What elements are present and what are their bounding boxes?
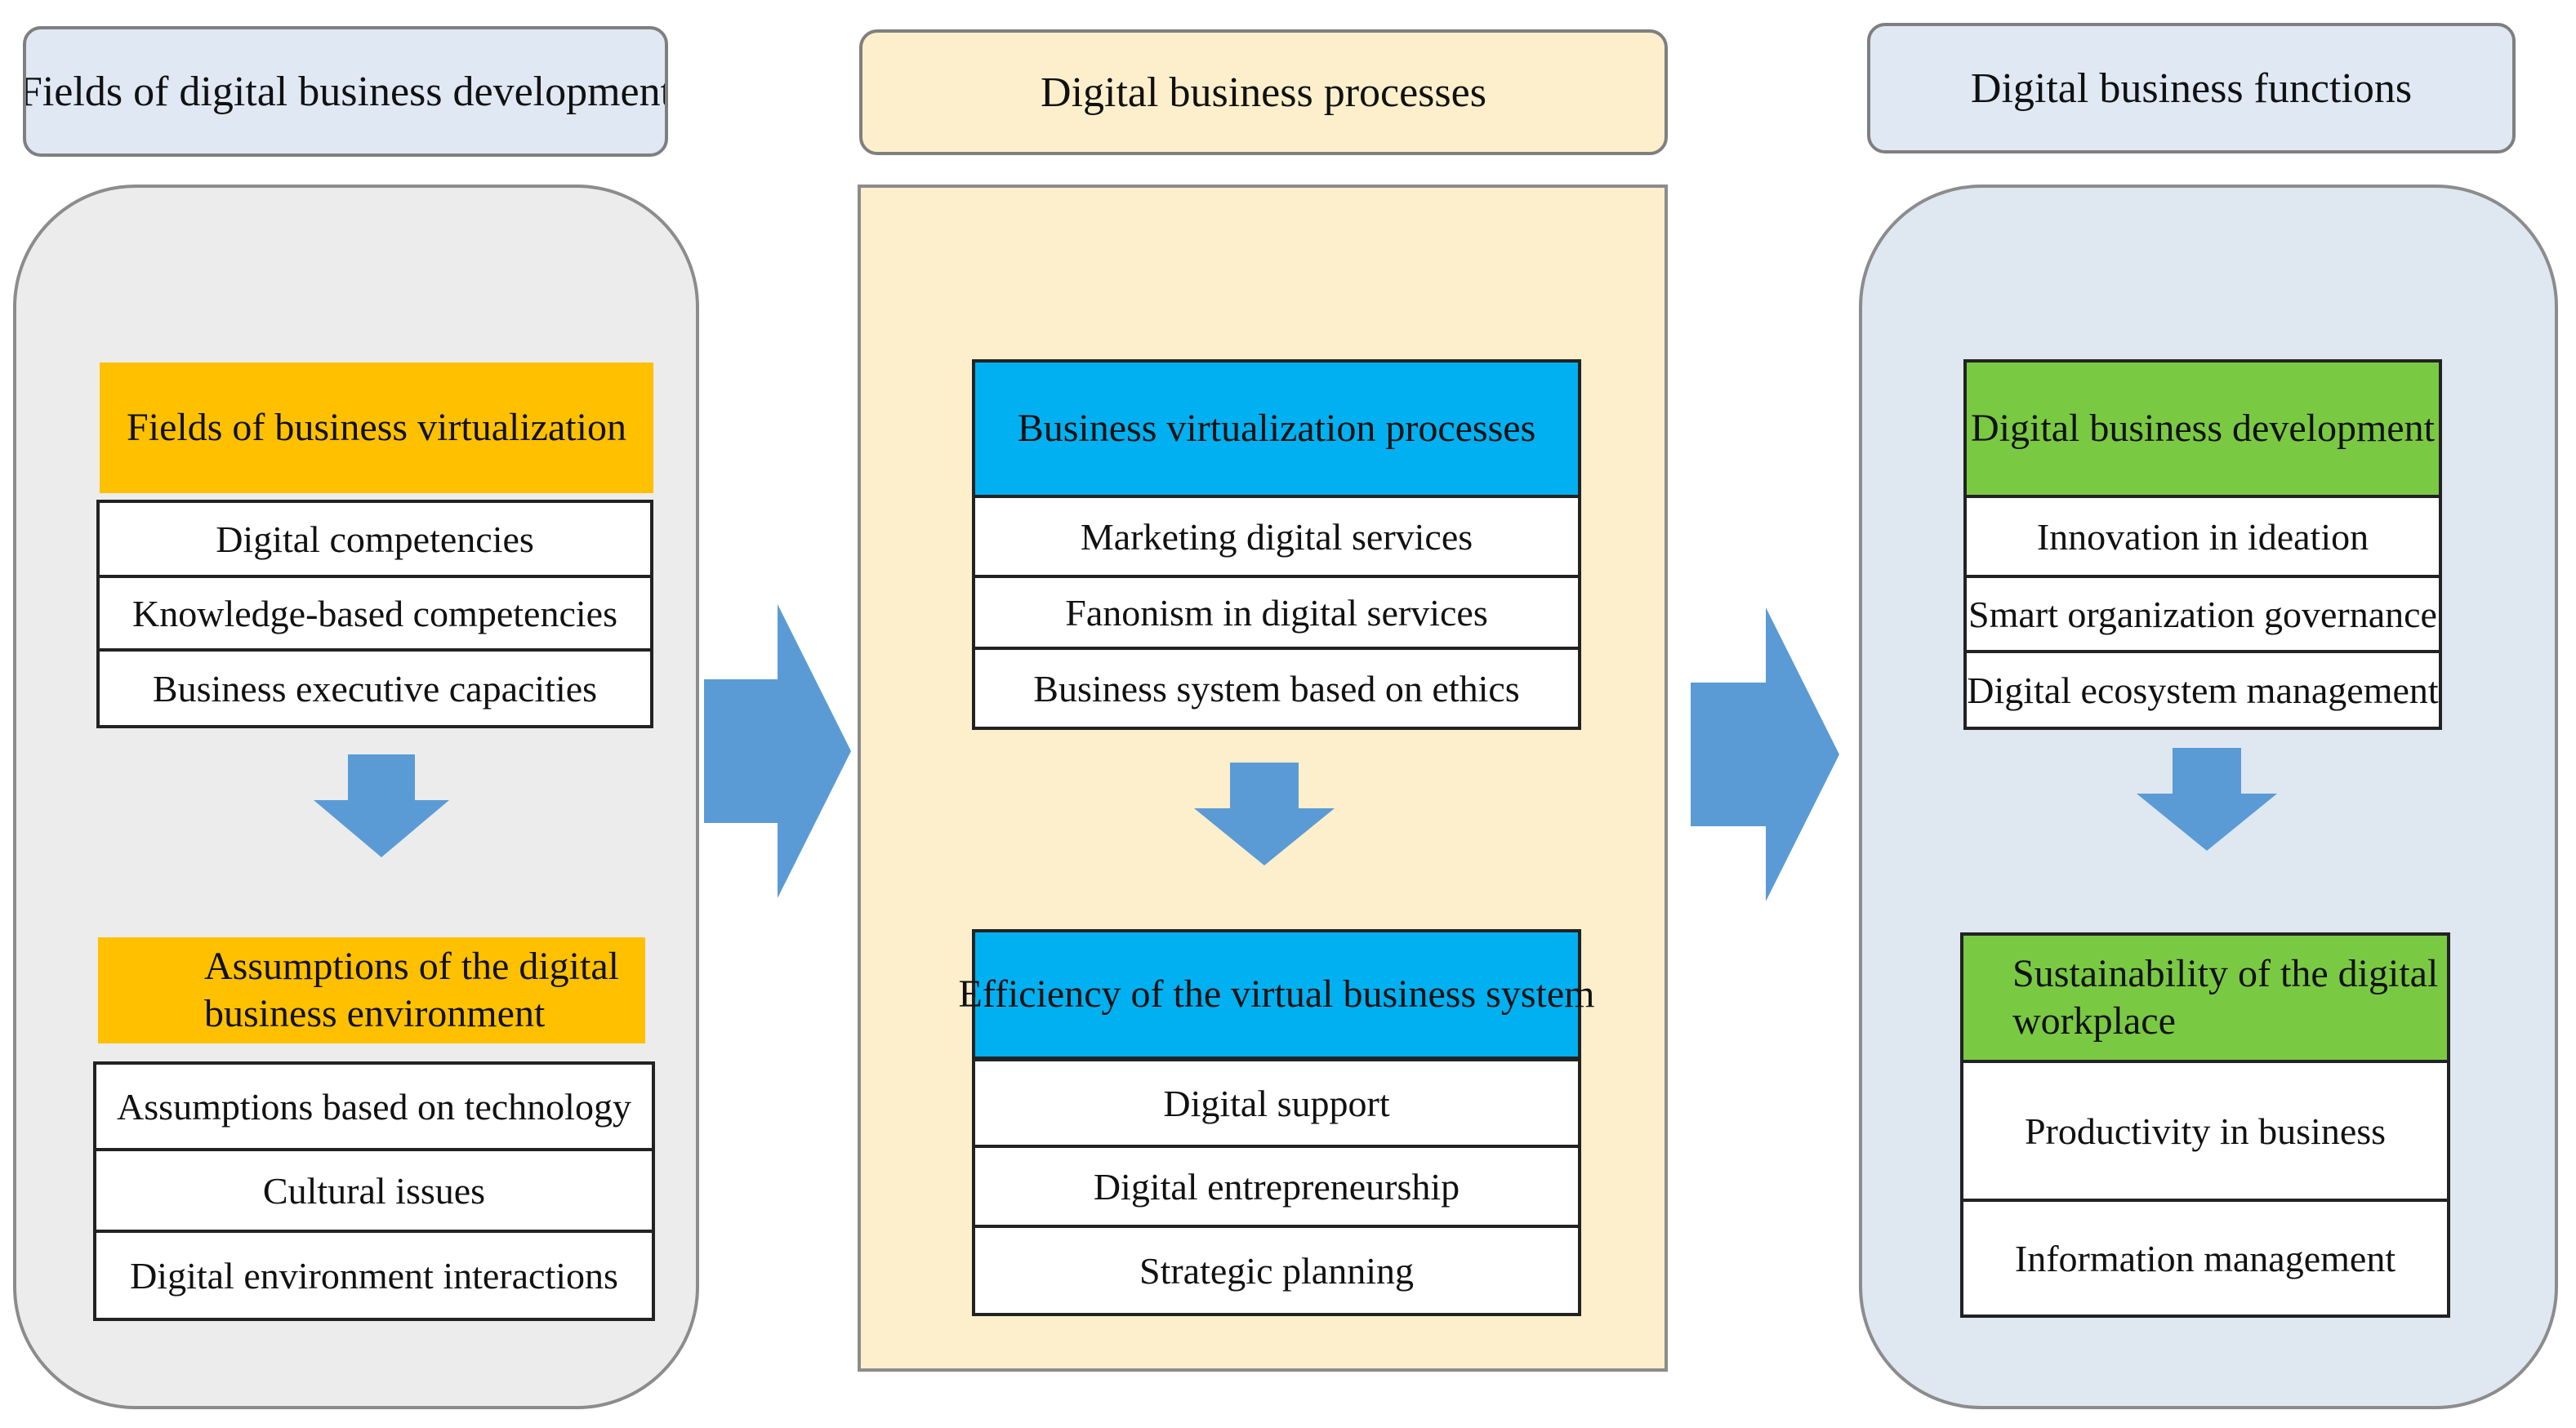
header-right: Digital business functions [1867, 23, 2516, 153]
header-middle: Digital business processes [859, 29, 1668, 155]
header-left-label: Fields of digital business development [23, 68, 668, 115]
right-group2-title-text: Sustainability of the digital workplace [2012, 952, 2439, 1043]
right-group2-title: Sustainability of the digital workplace [1960, 932, 2450, 1063]
list-item: Digital competencies [96, 500, 653, 578]
left-group1-items: Digital competencies Knowledge-based com… [96, 500, 653, 728]
list-item: Information management [1960, 1202, 2450, 1318]
right-group1-items: Innovation in ideation Smart organizatio… [1963, 495, 2442, 730]
middle-group1-items: Marketing digital services Fanonism in d… [972, 495, 1581, 730]
right-group1-title-text: Digital business development [1971, 407, 2435, 451]
list-item: Innovation in ideation [1963, 495, 2442, 578]
list-item: Knowledge-based competencies [96, 578, 653, 652]
left-group2-title-text: Assumptions of the digital business envi… [204, 945, 619, 1035]
header-middle-label: Digital business processes [1041, 69, 1486, 116]
list-item: Digital support [972, 1058, 1581, 1148]
right-arrow-2 [1691, 607, 1839, 901]
list-item: Digital environment interactions [93, 1233, 655, 1321]
down-arrow-right [2137, 748, 2277, 851]
left-group1-title: Fields of business virtualization [100, 363, 653, 493]
list-item: Assumptions based on technology [93, 1061, 655, 1151]
header-left: Fields of digital business development [23, 26, 668, 157]
left-group2-title: Assumptions of the digital business envi… [98, 937, 645, 1043]
list-item: Digital ecosystem management [1963, 653, 2442, 730]
left-group1-title-text: Fields of business virtualization [127, 406, 626, 450]
right-group2-items: Productivity in business Information man… [1960, 1060, 2450, 1318]
list-item: Business executive capacities [96, 652, 653, 728]
middle-group1-title: Business virtualization processes [972, 359, 1581, 498]
left-group2-items: Assumptions based on technology Cultural… [93, 1061, 655, 1321]
list-item: Fanonism in digital services [972, 578, 1581, 650]
middle-group2-title-text: Efficiency of the virtual business syste… [958, 972, 1595, 1017]
middle-group1-title-text: Business virtualization processes [1017, 407, 1536, 451]
header-right-label: Digital business functions [1970, 65, 2413, 112]
down-arrow-middle [1194, 763, 1335, 865]
right-group1-title: Digital business development [1963, 359, 2442, 498]
down-arrow-left [314, 754, 449, 857]
list-item: Digital entrepreneurship [972, 1148, 1581, 1228]
list-item: Marketing digital services [972, 495, 1581, 578]
middle-group2-title: Efficiency of the virtual business syste… [959, 929, 1594, 1060]
list-item: Strategic planning [972, 1228, 1581, 1316]
list-item: Cultural issues [93, 1151, 655, 1233]
list-item: Smart organization governance [1963, 578, 2442, 653]
list-item: Business system based on ethics [972, 650, 1581, 730]
middle-group2-items: Digital support Digital entrepreneurship… [972, 1058, 1581, 1316]
list-item: Productivity in business [1960, 1060, 2450, 1202]
right-arrow-1 [704, 604, 851, 898]
